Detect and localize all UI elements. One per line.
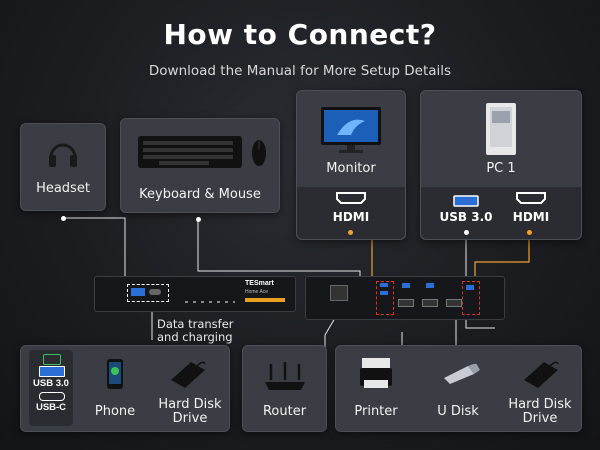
- monitor-label: Monitor: [326, 161, 376, 176]
- printer-icon: [360, 358, 392, 388]
- front-ports-panel: USB 3.0 USB-C: [29, 350, 73, 426]
- connector-dot: [196, 217, 201, 222]
- page-subtitle: Download the Manual for More Setup Detai…: [148, 63, 452, 79]
- brand-label: TESmart: [245, 280, 274, 287]
- keyboard-mouse-label: Keyboard & Mouse: [139, 187, 261, 202]
- connector-dot: [348, 230, 353, 235]
- monitor-card: Monitor HDMI: [296, 90, 406, 240]
- brand-sub-label: Home Ace: [245, 289, 269, 295]
- printer-label: Printer: [354, 404, 398, 419]
- back-devices-card: Printer U Disk Hard Disk Drive: [335, 345, 582, 432]
- router-card: Router: [242, 345, 327, 432]
- monitor-hdmi-label: HDMI: [332, 210, 370, 224]
- headset-icon: [49, 143, 77, 167]
- usb-drive-icon: [444, 364, 480, 384]
- hard-disk-icon: [524, 361, 559, 388]
- router-icon: [265, 362, 305, 390]
- kvm-switch-back: [305, 276, 505, 320]
- pc-usb-label: USB 3.0: [439, 210, 493, 224]
- connector-dot: [464, 230, 469, 235]
- headset-label: Headset: [36, 181, 90, 196]
- router-label: Router: [262, 404, 307, 419]
- keyboard-mouse-card: Keyboard & Mouse: [120, 118, 280, 213]
- page-title: How to Connect?: [163, 18, 437, 51]
- connector-dot: [61, 216, 66, 221]
- hdmi-port-icon: [516, 192, 546, 204]
- monitor-icon: [321, 107, 381, 153]
- pc-card: PC 1 USB 3.0 HDMI: [420, 90, 582, 240]
- phone-label: Phone: [94, 404, 136, 419]
- hdmi-port-icon: [336, 192, 366, 204]
- front-devices-card: USB 3.0 USB-C Phone Hard Disk Drive: [20, 345, 230, 432]
- headset-card: Headset: [20, 123, 106, 211]
- kvm-switch-front: TESmart Home Ace: [94, 276, 296, 312]
- data-transfer-annotation: Data transfer and charging: [157, 317, 234, 344]
- mouse-icon: [252, 140, 266, 166]
- keyboard-icon: [138, 136, 242, 168]
- pc-tower-icon: [486, 103, 516, 155]
- pc-hdmi-label: HDMI: [512, 210, 550, 224]
- hard-disk-icon: [171, 361, 206, 388]
- usb30-port-label: USB 3.0: [33, 378, 69, 389]
- hard-disk-back-label: Hard Disk Drive: [508, 397, 572, 426]
- usbc-port-label: USB-C: [35, 402, 67, 413]
- u-disk-label: U Disk: [437, 404, 479, 419]
- hard-disk-front-label: Hard Disk Drive: [158, 397, 222, 426]
- usb-port-icon: [453, 195, 479, 207]
- connector-dot: [527, 230, 532, 235]
- pc-label: PC 1: [486, 161, 516, 176]
- phone-icon: [107, 359, 123, 389]
